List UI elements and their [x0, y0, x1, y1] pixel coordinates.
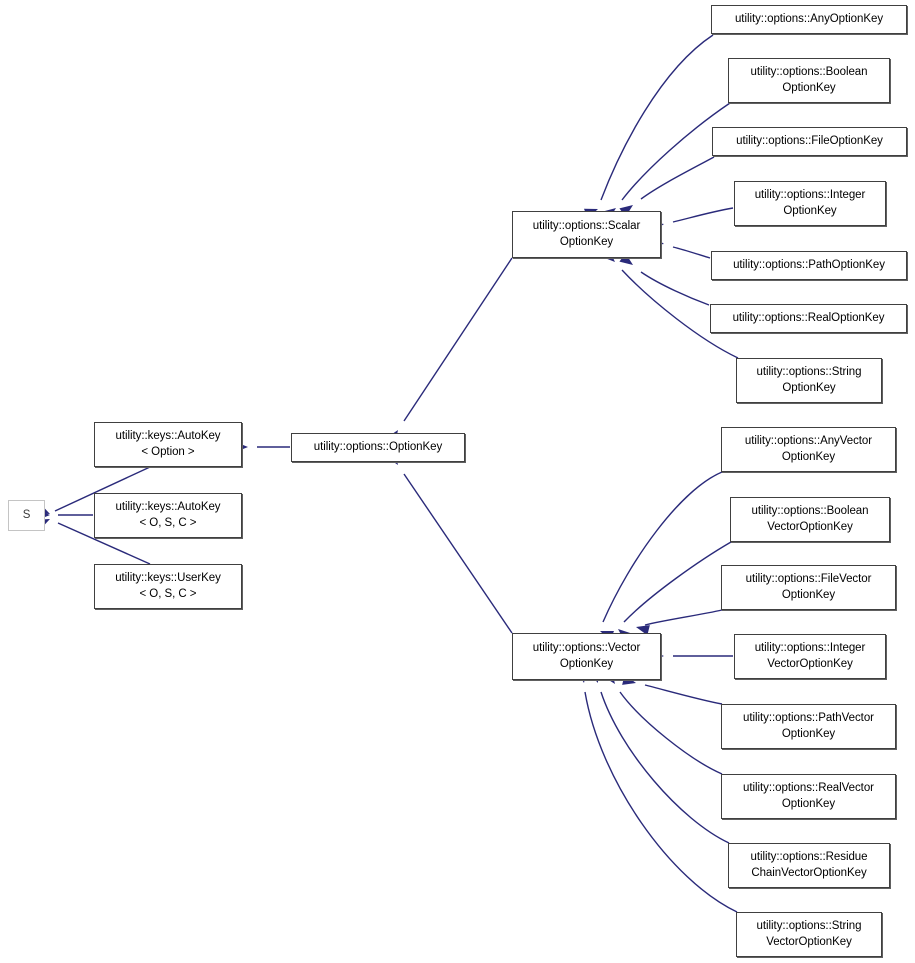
class-node-integer[interactable]: utility::options::Integer OptionKey [734, 181, 886, 226]
class-node-userkey_osc[interactable]: utility::keys::UserKey < O, S, C > [94, 564, 242, 609]
edge-boolvec-vector [623, 541, 732, 623]
class-node-label: utility::options::String VectorOptionKey [756, 919, 862, 948]
class-node-label: utility::options::FileVector OptionKey [745, 572, 872, 601]
class-node-s[interactable]: S [8, 500, 45, 531]
class-node-file[interactable]: utility::options::FileOptionKey [712, 127, 907, 156]
class-node-filevec[interactable]: utility::options::FileVector OptionKey [721, 565, 896, 610]
class-node-vector[interactable]: utility::options::Vector OptionKey [512, 633, 661, 680]
class-node-real[interactable]: utility::options::RealOptionKey [710, 304, 907, 333]
edge-stringvec-vector [584, 691, 738, 913]
class-node-label: utility::options::AnyVector OptionKey [744, 434, 873, 463]
class-node-label: utility::options::RealVector OptionKey [743, 781, 874, 810]
edge-any-scalar [600, 34, 714, 201]
class-node-realvec[interactable]: utility::options::RealVector OptionKey [721, 774, 896, 819]
class-node-label: utility::options::Integer VectorOptionKe… [754, 641, 866, 670]
class-node-label: utility::options::FileOptionKey [736, 134, 883, 147]
class-node-label: utility::keys::UserKey < O, S, C > [115, 571, 221, 600]
class-node-label: utility::options::PathVector OptionKey [743, 711, 874, 740]
class-node-stringvec[interactable]: utility::options::String VectorOptionKey [736, 912, 882, 957]
class-node-label: utility::options::AnyOptionKey [734, 12, 884, 25]
edge-residuevec-vector [600, 691, 730, 844]
class-node-anyvec[interactable]: utility::options::AnyVector OptionKey [721, 427, 896, 472]
class-node-boolvec[interactable]: utility::options::Boolean VectorOptionKe… [730, 497, 890, 542]
edge-file-scalar [640, 156, 715, 200]
class-node-any[interactable]: utility::options::AnyOptionKey [711, 5, 907, 34]
edge-realvec-vector [619, 691, 723, 775]
class-node-scalar[interactable]: utility::options::Scalar OptionKey [512, 211, 661, 258]
edge-path-scalar [672, 246, 711, 259]
edge-filevec-vector [644, 609, 723, 626]
class-node-label: utility::keys::AutoKey < Option > [115, 429, 221, 458]
class-node-label: utility::options::Integer OptionKey [754, 188, 866, 217]
edge-pathvec-vector [644, 684, 723, 705]
class-node-label: utility::options::String OptionKey [756, 365, 862, 394]
class-node-optionkey[interactable]: utility::options::OptionKey [291, 433, 465, 462]
class-node-boolean[interactable]: utility::options::Boolean OptionKey [728, 58, 890, 103]
class-node-label: utility::options::OptionKey [313, 440, 443, 453]
class-node-label: utility::options::Boolean OptionKey [750, 65, 868, 94]
class-node-label: utility::options::RealOptionKey [732, 311, 885, 324]
class-node-label: utility::options::Scalar OptionKey [532, 219, 641, 248]
class-node-label: utility::options::Boolean VectorOptionKe… [751, 504, 869, 533]
class-node-label: utility::keys::AutoKey < O, S, C > [115, 500, 221, 529]
edge-real-scalar [640, 271, 710, 306]
class-node-intvec[interactable]: utility::options::Integer VectorOptionKe… [734, 634, 886, 679]
class-node-label: utility::options::Residue ChainVectorOpt… [750, 850, 868, 879]
edge-anyvec-vector [602, 471, 723, 623]
class-node-path[interactable]: utility::options::PathOptionKey [711, 251, 907, 280]
class-node-label: utility::options::Vector OptionKey [532, 641, 641, 670]
class-node-autokey_option[interactable]: utility::keys::AutoKey < Option > [94, 422, 242, 467]
class-node-string[interactable]: utility::options::String OptionKey [736, 358, 882, 403]
edge-integer-scalar [672, 207, 734, 223]
edge-vector-optionkey [403, 473, 513, 634]
class-node-pathvec[interactable]: utility::options::PathVector OptionKey [721, 704, 896, 749]
class-node-autokey_osc[interactable]: utility::keys::AutoKey < O, S, C > [94, 493, 242, 538]
class-node-residuevec[interactable]: utility::options::Residue ChainVectorOpt… [728, 843, 890, 888]
class-node-label: utility::options::PathOptionKey [733, 258, 885, 271]
class-node-label: S [22, 508, 31, 521]
edge-scalar-optionkey [403, 257, 513, 422]
